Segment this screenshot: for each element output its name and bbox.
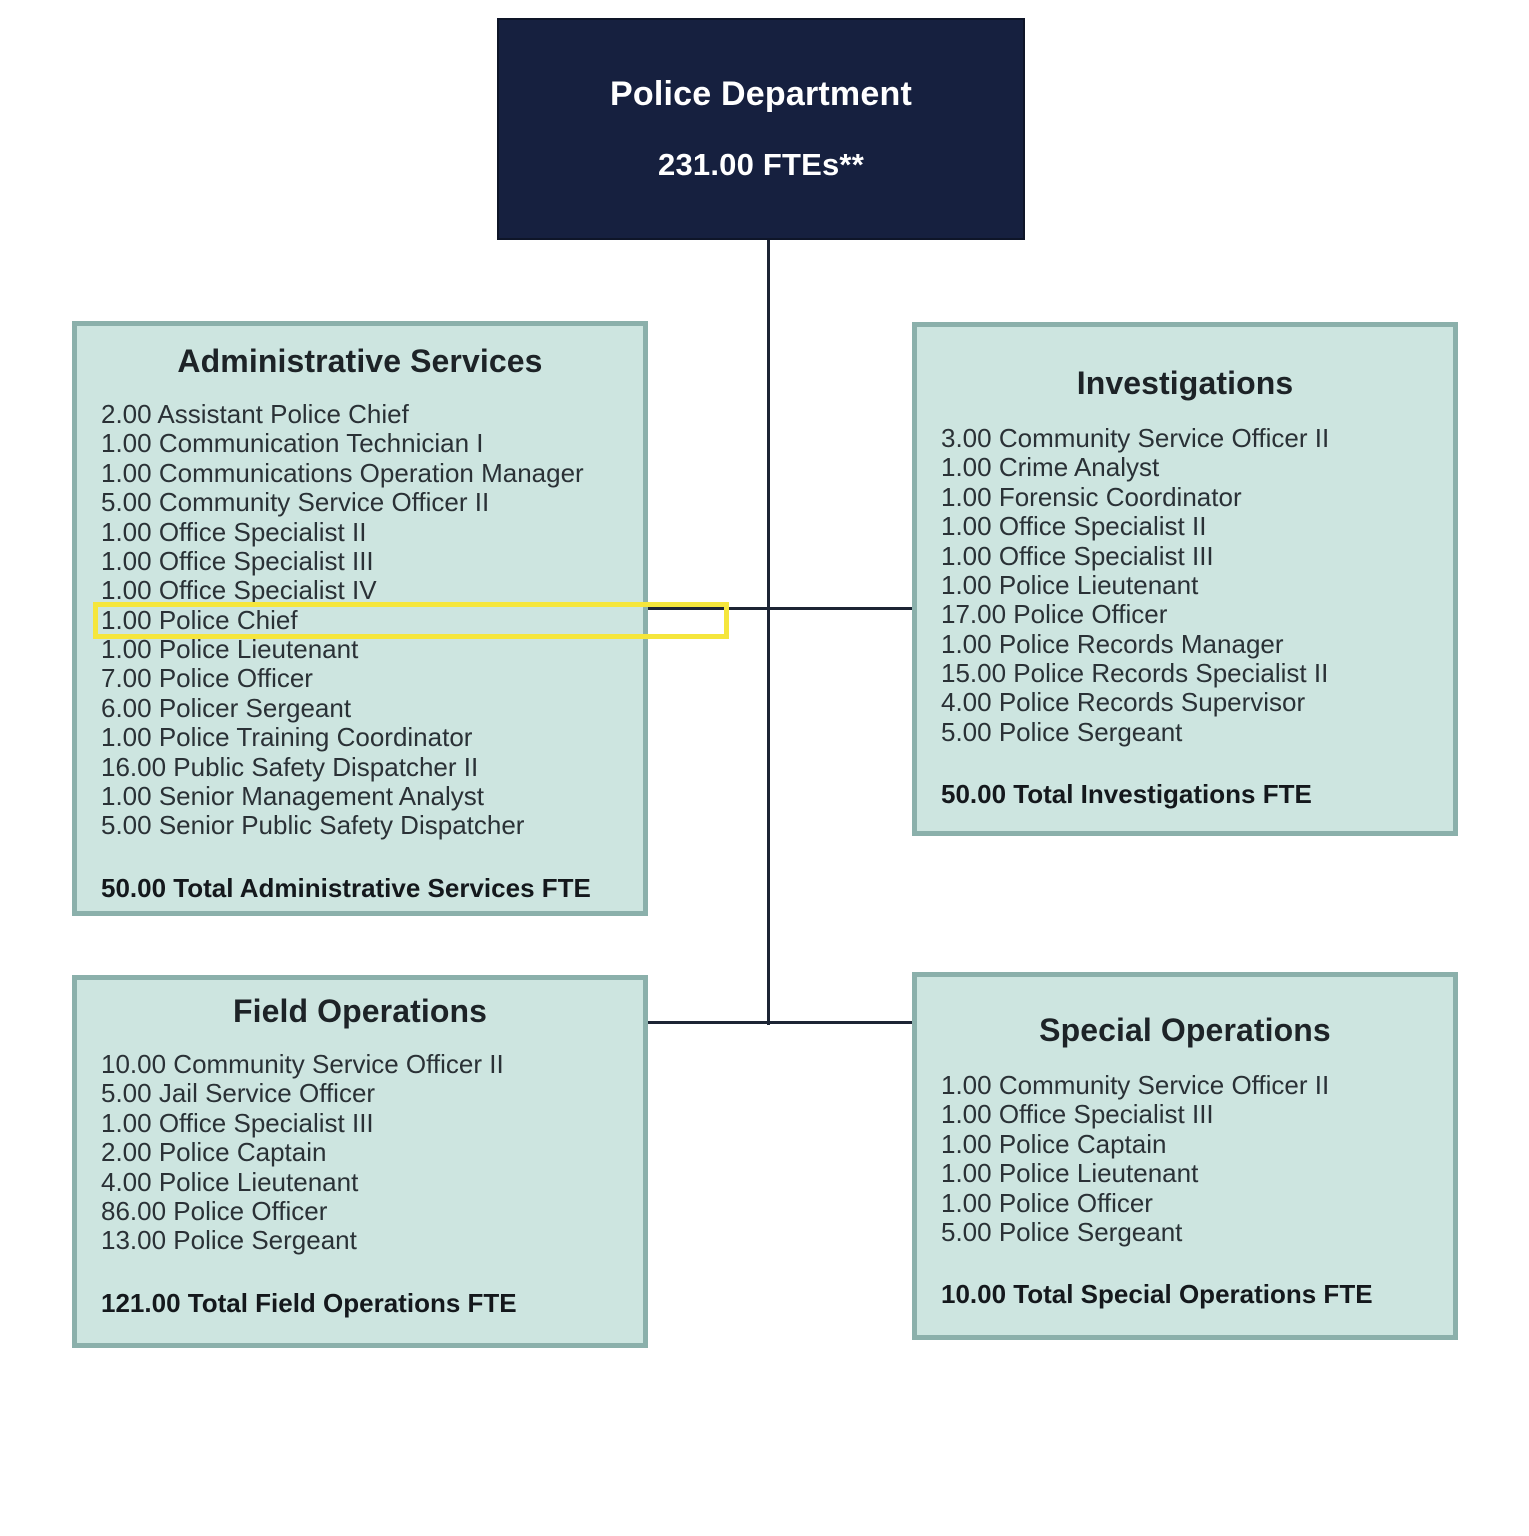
position-row: 1.00 Police Officer xyxy=(941,1187,1153,1218)
position-row-highlighted: 1.00 Police Chief xyxy=(93,601,729,640)
position-row: 86.00 Police Officer xyxy=(101,1195,328,1226)
position-row: 6.00 Policer Sergeant xyxy=(101,692,352,723)
position-row: 1.00 Office Specialist II xyxy=(941,511,1207,542)
position-row: 1.00 Forensic Coordinator xyxy=(941,481,1242,512)
position-row: 15.00 Police Records Specialist II xyxy=(941,658,1329,688)
position-row: 1.00 Communications Operation Manager xyxy=(101,457,584,488)
position-row: 5.00 Jail Service Officer xyxy=(101,1078,376,1109)
position-row: 1.00 Police Records Manager xyxy=(941,628,1284,659)
position-row: 4.00 Police Lieutenant xyxy=(101,1166,359,1197)
position-row: 16.00 Public Safety Dispatcher II xyxy=(101,751,479,782)
position-row: 10.00 Community Service Officer II xyxy=(101,1049,504,1079)
division-title-administrative-services: Administrative Services xyxy=(177,343,543,379)
position-row: 1.00 Crime Analyst xyxy=(941,452,1160,483)
position-row: 7.00 Police Officer xyxy=(101,663,313,694)
position-row: 1.00 Office Specialist III xyxy=(101,545,374,576)
division-title-investigations: Investigations xyxy=(1076,365,1294,401)
position-row: 1.00 Police Lieutenant xyxy=(101,634,359,664)
division-title-field-operations: Field Operations xyxy=(232,993,488,1029)
position-row: 5.00 Police Sergeant xyxy=(941,716,1183,747)
division-total-investigations: 50.00 Total Investigations FTE xyxy=(941,779,1312,810)
connector-upper-horizontal xyxy=(646,607,914,610)
position-row: 3.00 Community Service Officer II xyxy=(941,423,1330,453)
division-title-special-operations: Special Operations xyxy=(1039,1012,1331,1048)
position-row: 17.00 Police Officer xyxy=(941,599,1168,630)
position-row: 1.00 Police Lieutenant xyxy=(941,569,1199,600)
root-fte-count: 231.00 FTEs** xyxy=(658,146,864,182)
division-total-field-operations: 121.00 Total Field Operations FTE xyxy=(101,1287,517,1318)
division-box-field-operations: Field Operations 10.00 Community Service… xyxy=(72,975,648,1348)
position-row: 5.00 Senior Public Safety Dispatcher xyxy=(101,810,525,841)
position-row: 5.00 Police Sergeant xyxy=(941,1216,1183,1247)
root-title: Police Department xyxy=(610,75,912,114)
connector-trunk-vertical xyxy=(767,238,770,1025)
position-row: 1.00 Communication Technician I xyxy=(101,428,484,459)
position-row: 1.00 Office Specialist III xyxy=(941,1099,1214,1130)
position-row: 2.00 Police Captain xyxy=(101,1137,327,1168)
position-row: 1.00 Office Specialist IV xyxy=(101,575,377,606)
root-node-police-department: Police Department 231.00 FTEs** xyxy=(497,18,1025,240)
division-total-special-operations: 10.00 Total Special Operations FTE xyxy=(941,1279,1373,1310)
position-row: 1.00 Community Service Officer II xyxy=(941,1070,1330,1100)
position-row: 1.00 Police Captain xyxy=(941,1128,1167,1159)
position-row: 1.00 Office Specialist III xyxy=(101,1107,374,1138)
position-row: 1.00 Office Specialist III xyxy=(941,540,1214,571)
position-row: 4.00 Police Records Supervisor xyxy=(941,687,1306,718)
position-row: 1.00 Senior Management Analyst xyxy=(101,780,485,811)
position-row: 5.00 Community Service Officer II xyxy=(101,487,490,518)
division-box-administrative-services: Administrative Services 2.00 Assistant P… xyxy=(72,321,729,916)
division-box-special-operations: Special Operations 1.00 Community Servic… xyxy=(912,972,1458,1340)
position-row: 13.00 Police Sergeant xyxy=(101,1225,357,1256)
position-row: 2.00 Assistant Police Chief xyxy=(101,399,409,429)
connector-lower-horizontal xyxy=(646,1021,914,1024)
division-total-administrative-services: 50.00 Total Administrative Services FTE xyxy=(101,872,591,903)
position-row: 1.00 Office Specialist II xyxy=(101,516,367,547)
position-row: 1.00 Police Training Coordinator xyxy=(101,722,473,753)
division-box-investigations: Investigations 3.00 Community Service Of… xyxy=(912,322,1458,836)
position-row: 1.00 Police Lieutenant xyxy=(941,1158,1199,1189)
